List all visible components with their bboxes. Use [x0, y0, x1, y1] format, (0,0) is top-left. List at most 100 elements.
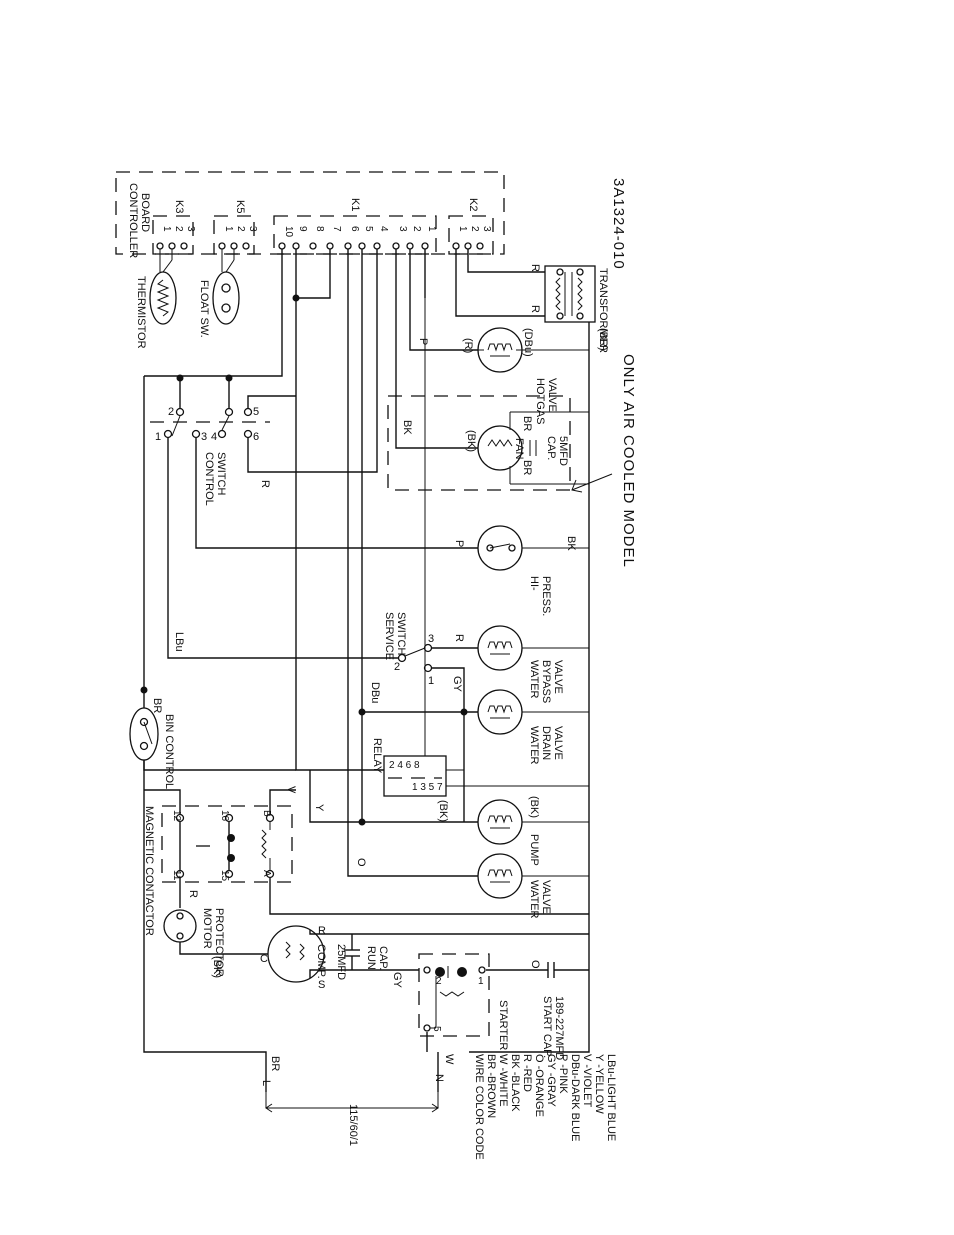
fan-label: FAN [513, 438, 525, 459]
compressor-terminal-c: C [260, 953, 268, 965]
run-cap-label-1: RUN [365, 946, 377, 970]
fan-cap-label-1: CAP. [545, 436, 557, 460]
wire-label-r: R [453, 634, 465, 642]
bypass-valve-label-3: VALVE [552, 660, 564, 694]
wire-y-pump [309, 770, 362, 823]
k1-terminal [373, 242, 381, 250]
wire-color-code-entry: V -VIOLET [581, 1054, 593, 1107]
wire-color-code-title: WIRE COLOR CODE [473, 1054, 485, 1160]
relay-bottom-pins: 1 3 5 7 [412, 782, 443, 793]
service-switch-label-1: SERVICE [383, 612, 395, 660]
wire-color-code-entry: BK -BLACK [509, 1054, 521, 1112]
wire-label-gy: GY [391, 972, 403, 989]
pump-label: PUMP [528, 834, 540, 866]
water-bypass-valve: WATER BYPASS VALVE [477, 625, 589, 703]
power-n-label: N [433, 1074, 445, 1082]
k1-terminal-label: 4 [378, 226, 389, 232]
relay-top-pins: 2 4 6 8 [389, 760, 420, 771]
water-valve-label-2: VALVE [540, 880, 552, 914]
wire-color-code-entry: R -RED [521, 1054, 533, 1092]
control-switch-terminal-1: 1 [155, 431, 161, 443]
k1-terminal-label: 5 [363, 226, 374, 232]
wire-comp-r [309, 930, 589, 935]
wire-label-r: R [187, 890, 199, 898]
wire-service-switch-gy [432, 667, 465, 822]
k3-terminal [156, 242, 164, 250]
k2-terminal [464, 242, 472, 250]
run-cap-value: 25MFD [335, 944, 347, 980]
k3-label: K3 [173, 200, 185, 213]
k1-terminal [358, 242, 366, 250]
wire-label-bk: BK [401, 420, 413, 435]
note-arrowhead [571, 479, 583, 493]
service-switch-terminal-3: 3 [428, 633, 434, 645]
wire-k2-1-transformer [455, 249, 545, 317]
drain-valve-label-1: WATER [528, 726, 540, 765]
relay-k3-box [152, 215, 194, 255]
controller-board-title-2: BOARD [139, 193, 151, 232]
k1-terminal-label: 6 [349, 226, 360, 232]
fan-color-bk: (BK) [465, 430, 477, 452]
controller-board-outline [115, 171, 505, 255]
bin-control-label: BIN CONTROL [163, 714, 175, 789]
thermistor: THERMISTOR [135, 249, 177, 349]
contactor-terminal-15: 15 [219, 870, 230, 882]
bypass-valve-label-1: WATER [528, 660, 540, 699]
float-switch-label: FLOAT SW. [198, 280, 210, 338]
wire-label-y: Y [313, 804, 325, 812]
transformer-label: TRANSFORMER [597, 268, 609, 353]
wire-k1-3-fan [395, 249, 478, 449]
run-cap-label-2: CAP. [377, 946, 389, 970]
relay: 2 4 6 8 1 3 5 7 RELAY [371, 298, 589, 797]
power-rating: 115/60/1 [347, 1104, 359, 1146]
k1-terminal-label: 2 [411, 226, 422, 232]
compressor: COMP. C R S [260, 925, 327, 991]
wire-label-gy: GY [451, 676, 463, 693]
control-switch-label-2: SWITCH [215, 452, 227, 495]
run-capacitor: 25MFD RUN CAP. [335, 934, 389, 980]
service-switch-terminal-1: 1 [428, 675, 434, 687]
wire-label-br: BR [521, 460, 533, 475]
note-arrow-line [571, 473, 613, 491]
wire-k1-2-hotgas [409, 249, 478, 351]
wire-label-lbu: LBu [173, 632, 185, 652]
k3-terminal-label: 1 [161, 226, 172, 232]
bypass-valve-label-2: BYPASS [540, 660, 552, 703]
service-switch-label-2: SWITCH [395, 612, 407, 655]
starter-terminal-2: 2 [436, 976, 442, 987]
wire-label-r: R [259, 480, 271, 488]
k2-terminal-label: 3 [481, 226, 492, 232]
starter-terminal-1: 1 [478, 976, 484, 987]
starter-terminal-5: 5 [431, 1026, 442, 1032]
magnetic-contactor-box [161, 805, 293, 883]
wire-contactor-12 [144, 789, 181, 814]
relay-k2-box [448, 215, 494, 255]
drain-valve-label-3: VALVE [552, 726, 564, 760]
contactor-terminal-11: 11 [171, 870, 182, 881]
k1-terminal [421, 242, 429, 250]
k1-terminal-label: 8 [314, 226, 325, 232]
wire-label-r: R [529, 305, 541, 313]
thermistor-label: THERMISTOR [135, 276, 147, 349]
k1-terminal [278, 242, 286, 250]
wire-label-w: W [443, 1054, 455, 1065]
start-cap-label-2: 189-227MFD [553, 996, 565, 1060]
wire-contactor-b [269, 789, 296, 814]
k5-terminal [230, 242, 238, 250]
magnetic-contactor: MAGNETIC CONTACTOR 12 11 16 15 B A [143, 806, 275, 936]
k1-label: K1 [349, 198, 361, 211]
k1-terminal [392, 242, 400, 250]
control-switch-terminal-6: 6 [253, 431, 259, 443]
starter: 2 1 5 STARTER [423, 966, 509, 1050]
k5-label: K5 [234, 200, 246, 213]
control-switch-terminal-2: 2 [168, 406, 174, 418]
wire-label-br: (BR) [597, 328, 609, 351]
contactor-terminal-12: 12 [171, 810, 182, 822]
wire-k1-7-jumper [296, 249, 331, 299]
starter-label: STARTER [497, 1000, 509, 1050]
compressor-terminal-r: R [318, 925, 326, 937]
control-switch: 2 1 3 4 5 6 CONTROL SWITCH [150, 378, 296, 506]
drain-valve-label-2: DRAIN [540, 726, 552, 760]
k3-terminal [168, 242, 176, 250]
wire-k1-4-control-switch [247, 249, 378, 473]
